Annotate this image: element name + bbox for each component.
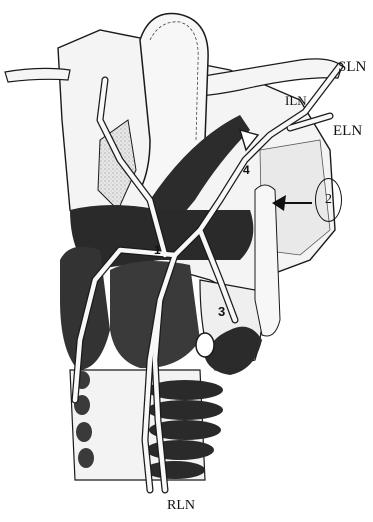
label-sln: SLN: [338, 60, 366, 75]
label-iln: ILN: [285, 94, 307, 107]
label-rln: RLN: [167, 499, 195, 513]
label-eln: ELN: [333, 124, 362, 139]
marker-3: 3: [218, 305, 225, 318]
cricothyroid-joint: [196, 333, 214, 357]
marker-2-circled: 2: [315, 178, 342, 222]
hyoid-horn-left: [5, 68, 70, 82]
marker-4: 4: [243, 164, 250, 176]
marker-1: 1: [154, 244, 161, 256]
marker-2-text: 2: [325, 192, 332, 208]
